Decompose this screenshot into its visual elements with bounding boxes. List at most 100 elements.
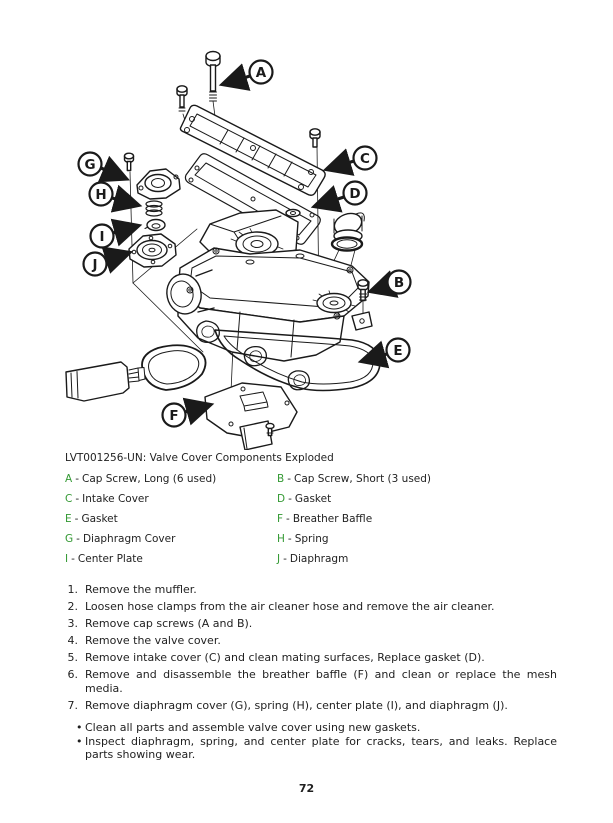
legend-label: Spring — [294, 533, 329, 545]
legend-item-d: D-Gasket — [277, 489, 559, 509]
step-text: Remove cap screws (A and B). — [85, 617, 253, 630]
callout-b: B — [366, 269, 412, 298]
svg-text:J: J — [91, 257, 97, 273]
note-list: •Clean all parts and assemble valve cove… — [76, 721, 557, 762]
legend-item-b: B-Cap Screw, Short (3 used) — [277, 469, 559, 489]
svg-text:F: F — [169, 408, 178, 424]
legend-label: Intake Cover — [82, 493, 149, 505]
part-cap-screw-top-right — [309, 128, 321, 148]
legend-item-i: I-Center Plate — [65, 549, 277, 569]
step-text: Remove the muffler. — [85, 583, 197, 596]
legend-letter: C — [65, 493, 73, 505]
legend-item-e: E-Gasket — [65, 509, 277, 529]
legend-separator: - — [283, 553, 287, 565]
callout-h: H — [88, 181, 143, 213]
step-number: 1. — [67, 583, 79, 596]
part-sealant-tube — [65, 361, 146, 402]
legend-item-f: F-Breather Baffle — [277, 509, 559, 529]
svg-text:E: E — [393, 343, 402, 359]
legend-item-c: C-Intake Cover — [65, 489, 277, 509]
step-text: Remove and disassemble the breather baff… — [85, 668, 557, 695]
bullet-marker: • — [76, 721, 83, 734]
svg-text:G: G — [84, 157, 95, 173]
part-cap-screw-long — [205, 50, 221, 102]
step-text: Remove intake cover (C) and clean mating… — [85, 651, 485, 664]
part-intake-cover — [179, 104, 326, 196]
part-diaphragm-cover — [136, 168, 181, 200]
legend-label: Gasket — [81, 513, 118, 525]
parts-legend: A-Cap Screw, Long (6 used) B-Cap Screw, … — [65, 469, 559, 569]
step-number: 5. — [67, 651, 79, 664]
legend-separator: - — [286, 513, 290, 525]
callout-j: J — [82, 246, 134, 277]
legend-letter: D — [277, 493, 286, 505]
part-breather-cap — [330, 212, 365, 252]
svg-text:A: A — [256, 65, 267, 81]
step-number: 3. — [67, 617, 79, 630]
legend-label: Diaphragm — [289, 553, 349, 565]
legend-item-g: G-Diaphragm Cover — [65, 529, 277, 549]
exploded-diagram: A B C D E F G H I J — [65, 50, 412, 450]
legend-letter: I — [65, 553, 69, 565]
part-valve-cover-body — [166, 208, 373, 362]
svg-text:I: I — [99, 229, 104, 245]
page-number: 72 — [298, 782, 315, 795]
legend-label: Cap Screw, Long (6 used) — [81, 473, 217, 485]
legend-separator: - — [288, 493, 292, 505]
part-breather-baffle — [204, 382, 298, 450]
legend-label: Breather Baffle — [292, 513, 373, 525]
legend-label: Gasket — [294, 493, 332, 505]
step-text: Remove the valve cover. — [85, 634, 221, 647]
step-number: 4. — [67, 634, 79, 647]
legend-item-h: H-Spring — [277, 529, 559, 549]
bullet-marker: • — [76, 734, 83, 748]
part-cap-screw-top-left — [176, 85, 188, 112]
step-text: Loosen hose clamps from the air cleaner … — [85, 600, 495, 613]
callout-f: F — [161, 397, 215, 428]
note-text: Inspect diaphragm, spring, and center pl… — [85, 734, 557, 762]
callout-c: C — [322, 145, 378, 176]
callout-e: E — [357, 337, 411, 369]
svg-text:D: D — [349, 186, 360, 202]
legend-label: Diaphragm Cover — [82, 533, 176, 545]
legend-item-a: A-Cap Screw, Long (6 used) — [65, 469, 277, 489]
step-5: 5. Remove intake cover (C) and clean mati… — [65, 651, 557, 665]
callout-d: D — [310, 180, 368, 213]
procedure-steps: 1. Remove the muffler. 2. Loosen hose clam… — [65, 583, 558, 716]
step-text: Remove diaphragm cover (G), spring (H), … — [85, 698, 508, 712]
step-number: 6. — [67, 668, 79, 681]
step-6: 6. Remove and disassemble the breather ba… — [65, 668, 558, 695]
figure-caption: LVT001256-UN: Valve Cover Components Exp… — [65, 452, 334, 464]
part-center-plate — [144, 218, 166, 232]
step-3: 3. Remove cap screws (A and B). — [65, 617, 557, 631]
callout-g: G — [77, 151, 130, 183]
note-1: •Clean all parts and assemble valve cove… — [76, 721, 557, 735]
svg-text:B: B — [394, 275, 404, 291]
legend-separator: - — [287, 473, 292, 485]
legend-letter: F — [277, 513, 284, 525]
svg-text:H: H — [95, 187, 106, 203]
legend-label: Cap Screw, Short (3 used) — [294, 473, 432, 485]
legend-letter: E — [65, 513, 72, 525]
legend-separator: - — [76, 533, 80, 545]
legend-letter: H — [277, 533, 285, 545]
part-gasket-e — [196, 320, 381, 392]
callout-i: I — [89, 218, 143, 249]
part-o-ring — [141, 344, 207, 391]
part-cap-screw-diaphragm — [123, 152, 135, 172]
legend-letter: A — [65, 473, 73, 485]
step-2: 2. Loosen hose clamps from the air cleane… — [65, 600, 557, 614]
legend-letter: J — [277, 553, 281, 565]
legend-separator: - — [75, 493, 80, 505]
callout-a: A — [218, 59, 274, 91]
legend-label: Center Plate — [77, 553, 143, 565]
step-number: 7. — [67, 698, 79, 712]
note-text: Clean all parts and assemble valve cover… — [85, 721, 421, 734]
legend-letter: B — [277, 473, 285, 485]
legend-separator: - — [75, 473, 79, 485]
step-1: 1. Remove the muffler. — [65, 583, 557, 597]
step-number: 2. — [67, 600, 79, 613]
step-7: 7. Remove diaphragm cover (G), spring (H)… — [65, 699, 557, 713]
legend-letter: G — [65, 533, 74, 545]
